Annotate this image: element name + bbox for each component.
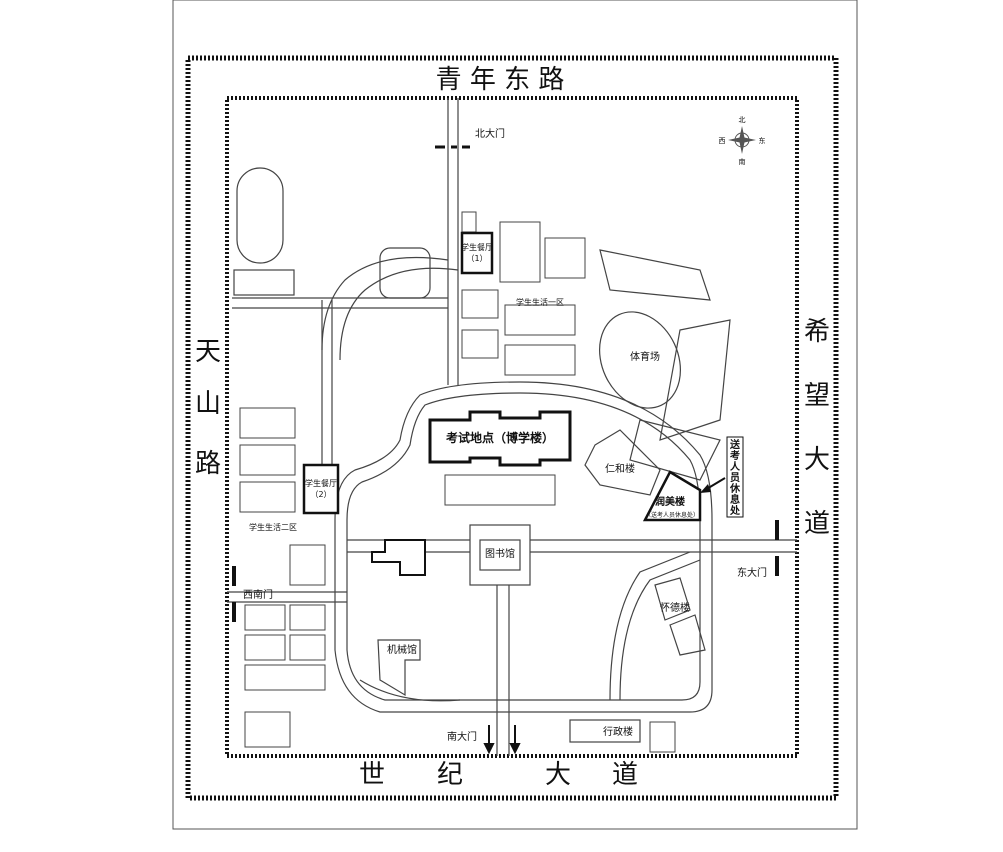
library-building [469,524,531,586]
building-w-library [371,539,426,576]
south-road-char-4: 道 [612,760,638,790]
renhe-label: 仁和楼 [605,462,635,475]
compass-east: 东 [759,136,766,145]
campus-roads [227,98,797,756]
runmei-building [642,470,702,522]
south-gate-arrows [483,725,521,755]
se-small-building [649,721,676,753]
renhe-building [584,429,661,496]
south-road-char-2: 纪 [437,760,463,790]
exam-site-annex [444,474,556,506]
canteen-2 [302,463,340,515]
exam-site-building [428,410,572,467]
compass-icon [728,126,756,154]
west-road-char-2: 山 [195,389,221,419]
rest-area-callout-text: 送 考 人 员 休 息 处 [729,438,741,517]
library-label: 图书馆 [485,547,515,560]
living-zone-2-label: 学生生活二区 [249,522,297,532]
jixie-label: 机械馆 [387,643,417,656]
compass-south: 南 [739,157,746,166]
west-road-char-1: 天 [195,337,221,367]
runmei-sublabel: （送考人员休息处） [645,511,699,519]
east-road-char-1: 希 [804,317,830,347]
east-road-char-2: 望 [804,381,830,411]
south-road-char-3: 大 [545,760,571,790]
campus-boundary [225,96,799,758]
svg-text:休: 休 [729,482,741,495]
svg-text:息: 息 [730,493,740,506]
west-road-char-3: 路 [195,449,221,479]
outer-boundary [185,55,839,801]
compass-north: 北 [739,116,746,124]
north-road-label: 青 年 东 路 [436,65,565,95]
east-road-char-3: 大 [804,445,830,475]
nw-court [379,247,431,299]
stadium-label: 体育场 [630,350,660,363]
canteen-1 [460,231,494,275]
svg-text:考: 考 [730,449,740,462]
south-gate-label: 南大门 [447,730,477,743]
stadium-area [598,249,731,481]
east-gate-label: 东大门 [737,566,767,579]
north-gate-label: 北大门 [475,127,505,140]
svg-text:员: 员 [730,472,740,484]
svg-text:人: 人 [730,460,741,473]
canteen-1-sub: （1） [466,254,487,263]
runmei-label: 润美楼 [655,495,685,508]
xingzheng-building [569,719,641,743]
exam-site-label: 考试地点（博学楼） [446,430,554,445]
xingzheng-label: 行政楼 [603,725,633,738]
living-zone-1-label: 学生生活一区 [516,297,564,307]
south-road-char-1: 世 [359,760,385,790]
nw-track [236,167,284,264]
nw-field-box [233,269,295,296]
jixie-building [377,639,421,697]
canteen-1-label: 学生餐厅 [461,242,493,252]
huaide-label: 怀德楼 [660,601,690,614]
svg-text:送: 送 [729,438,741,451]
living-zone-1-buildings [461,211,586,376]
rest-area-arrow [700,477,726,493]
huaide-building [654,577,706,656]
canteen-2-label: 学生餐厅 [305,478,337,488]
rest-area-callout-box [726,436,744,518]
svg-text:处: 处 [729,504,741,517]
east-road-char-4: 道 [804,509,830,539]
southwest-gate-label: 西南门 [243,588,273,601]
canteen-2-sub: （2） [310,490,331,499]
page-frame [172,0,858,830]
compass-west: 西 [719,137,726,145]
living-zone-2-buildings [239,407,326,748]
